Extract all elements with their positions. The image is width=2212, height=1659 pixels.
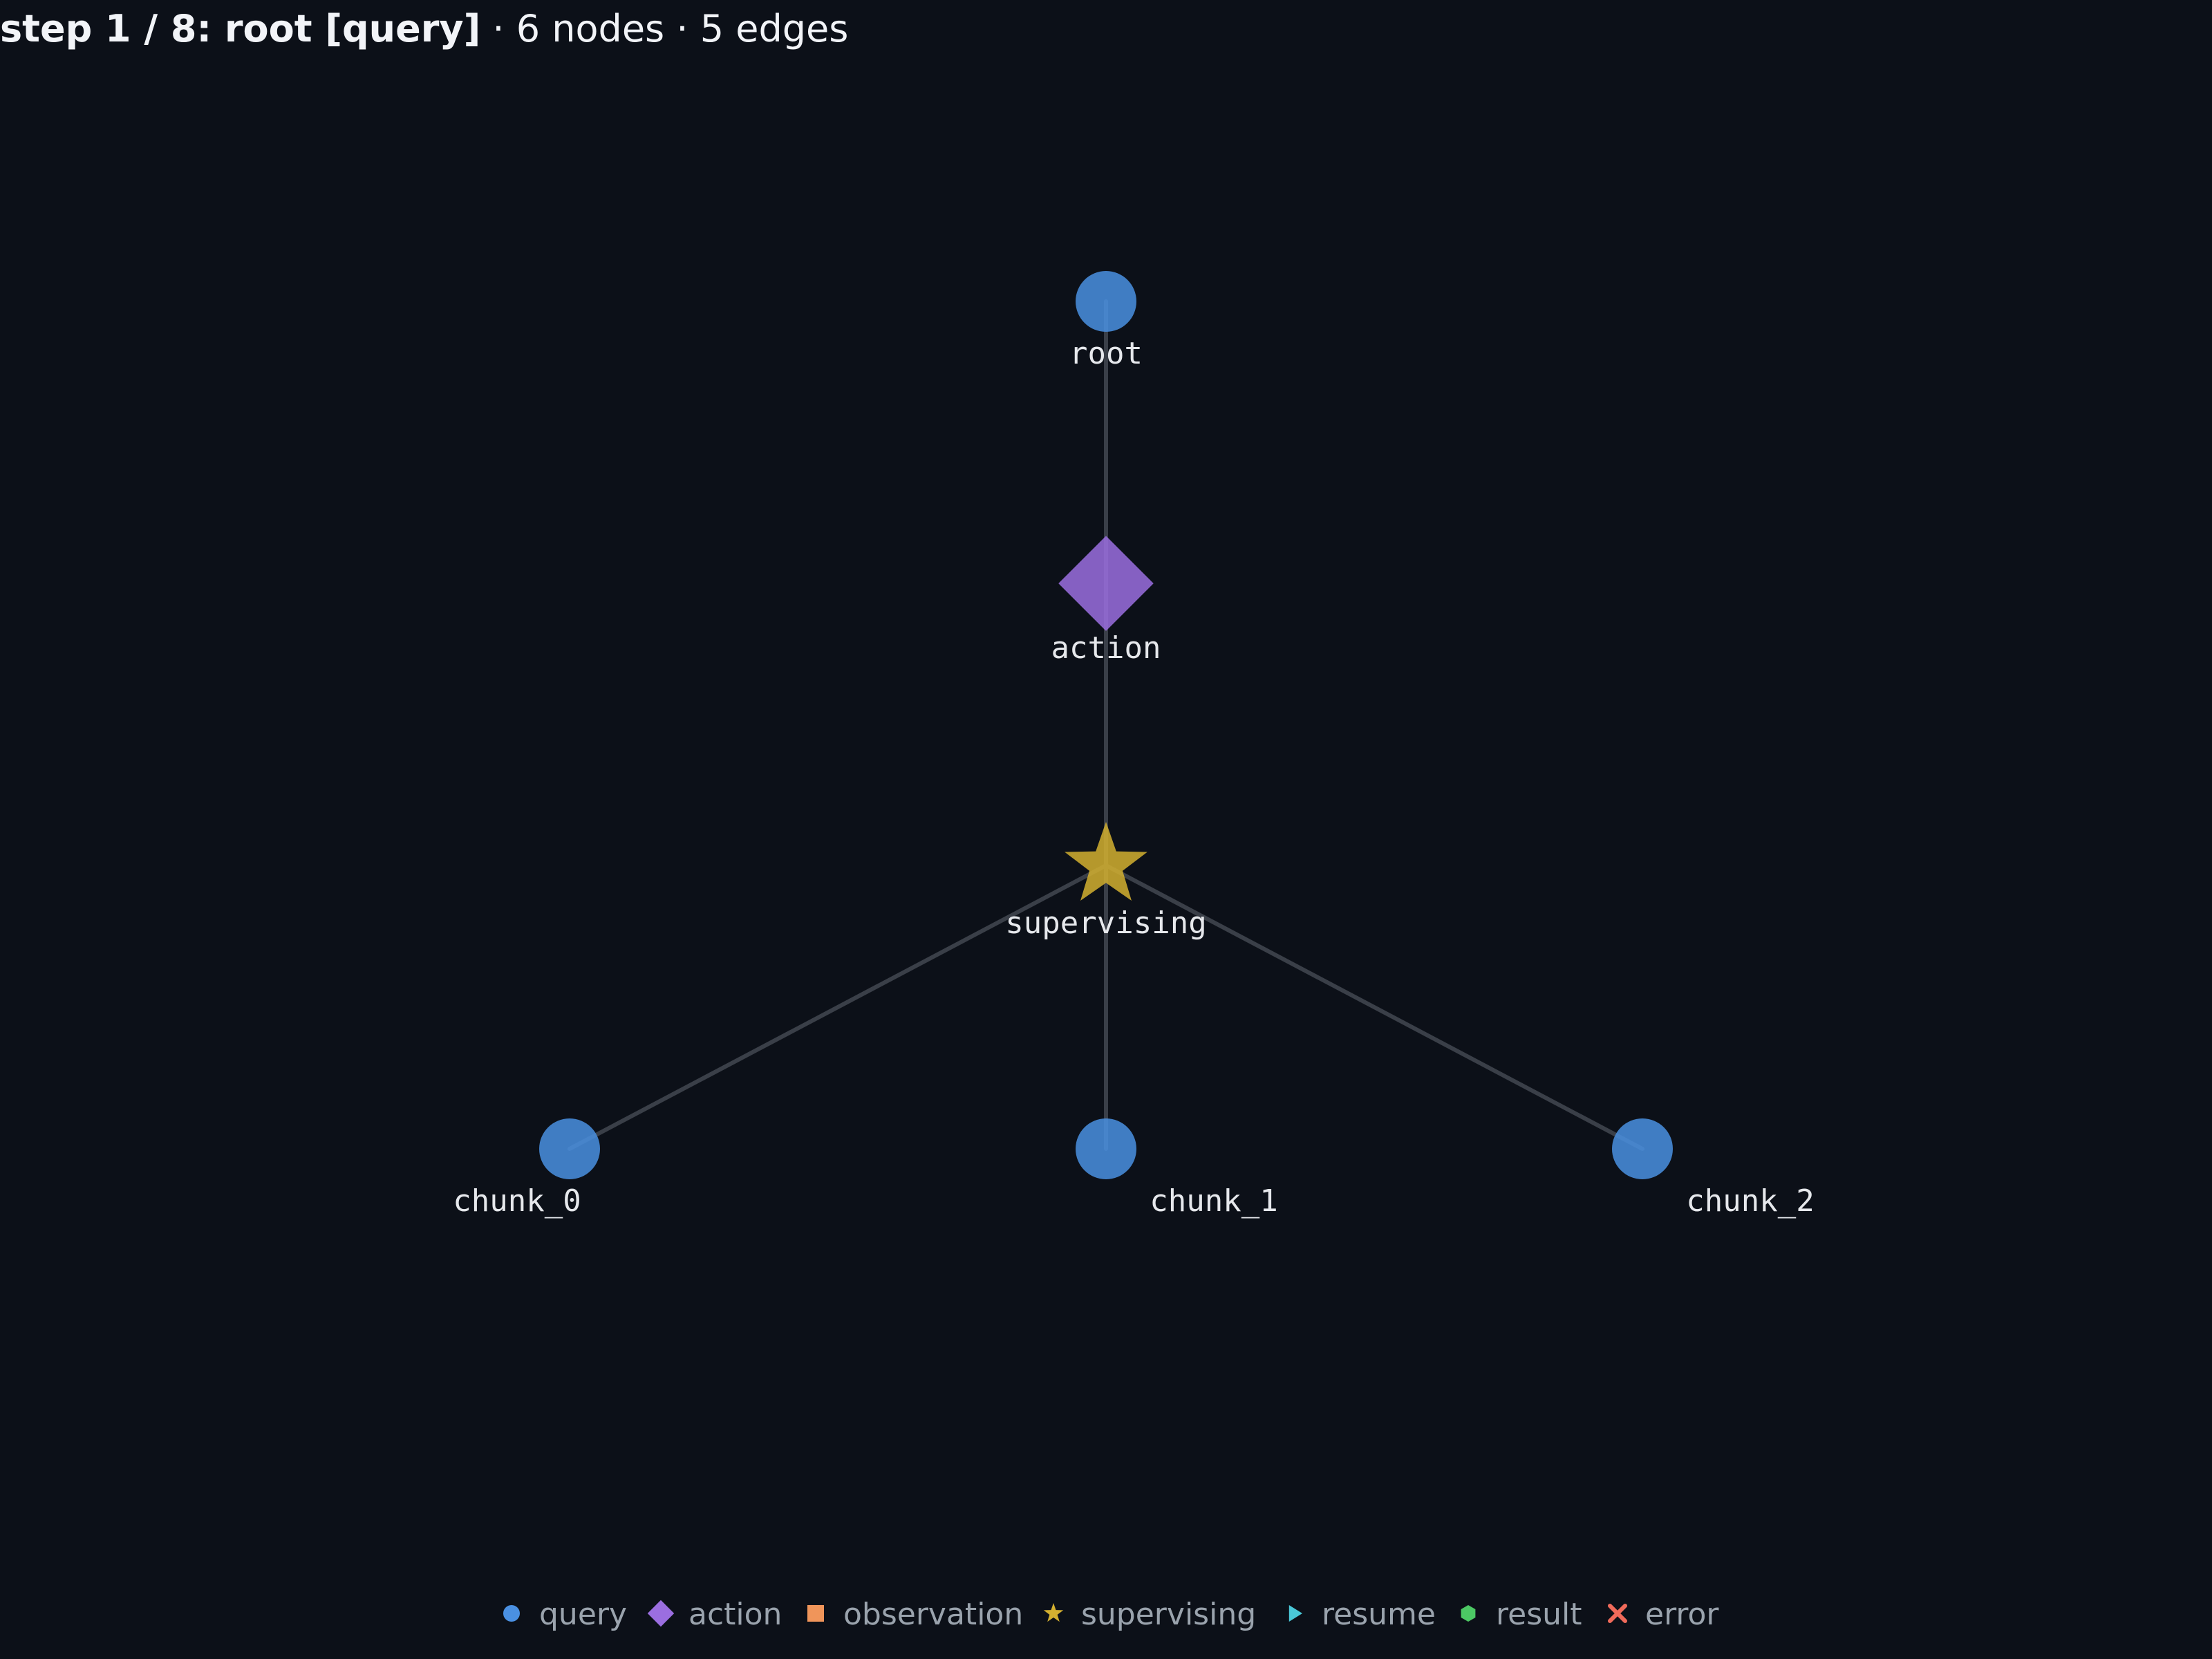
- edge-supervising-chunk_2: [1104, 863, 1644, 1151]
- node-chunk_0[interactable]: [539, 1118, 600, 1179]
- node-supervising-icon: [1065, 822, 1147, 901]
- square-icon: [807, 1605, 824, 1622]
- separator: ·: [676, 7, 688, 50]
- node-supervising[interactable]: [1065, 822, 1147, 901]
- legend-label: resume: [1322, 1597, 1436, 1632]
- legend: query action observation supervising resume r…: [503, 1597, 1719, 1632]
- node-count: 6 nodes: [516, 7, 665, 50]
- node-label: action: [1051, 630, 1161, 666]
- legend-item-result: result: [1461, 1597, 1582, 1632]
- node-query-icon: [1076, 1118, 1136, 1179]
- legend-label: result: [1496, 1597, 1582, 1632]
- separator: ·: [492, 7, 505, 50]
- hexagon-icon: [1461, 1605, 1476, 1622]
- nodes-layer: [539, 271, 1673, 1179]
- diamond-icon: [647, 1600, 675, 1627]
- legend-label: supervising: [1081, 1597, 1256, 1632]
- legend-label: action: [688, 1597, 782, 1632]
- node-chunk_2[interactable]: [1612, 1118, 1673, 1179]
- legend-item-supervising: supervising: [1043, 1597, 1256, 1632]
- node-query-icon: [1612, 1118, 1673, 1179]
- labels-layer: root action supervising chunk_0 chunk_1 chunk…: [453, 336, 1814, 1219]
- edge-count: 5 edges: [700, 7, 849, 50]
- node-label: chunk_1: [1150, 1183, 1277, 1219]
- step-label: step 1 / 8: root [query]: [0, 7, 481, 50]
- legend-item-error: error: [1607, 1597, 1719, 1632]
- node-query-icon: [1076, 271, 1136, 332]
- node-chunk_1[interactable]: [1076, 1118, 1136, 1179]
- node-label: chunk_0: [453, 1183, 581, 1219]
- triangle-right-icon: [1288, 1605, 1302, 1622]
- node-root[interactable]: [1076, 271, 1136, 332]
- node-action-icon: [1058, 536, 1154, 631]
- star-icon: [1043, 1603, 1064, 1622]
- legend-item-query: query: [503, 1597, 627, 1632]
- edge-supervising-chunk_0: [568, 863, 1108, 1151]
- node-label: root: [1069, 336, 1143, 371]
- x-icon: [1607, 1603, 1628, 1624]
- legend-label: observation: [843, 1597, 1023, 1632]
- node-label: chunk_2: [1686, 1183, 1814, 1219]
- legend-label: query: [539, 1597, 627, 1632]
- circle-icon: [503, 1605, 520, 1622]
- legend-item-resume: resume: [1288, 1597, 1436, 1632]
- node-query-icon: [539, 1118, 600, 1179]
- step-title: step 1 / 8: root [query] · 6 nodes · 5 e…: [0, 7, 848, 50]
- legend-label: error: [1645, 1597, 1719, 1632]
- node-action[interactable]: [1058, 536, 1154, 631]
- legend-item-action: action: [647, 1597, 782, 1632]
- node-label: supervising: [1005, 906, 1206, 941]
- legend-item-observation: observation: [807, 1597, 1023, 1632]
- edges-layer: [568, 299, 1644, 1151]
